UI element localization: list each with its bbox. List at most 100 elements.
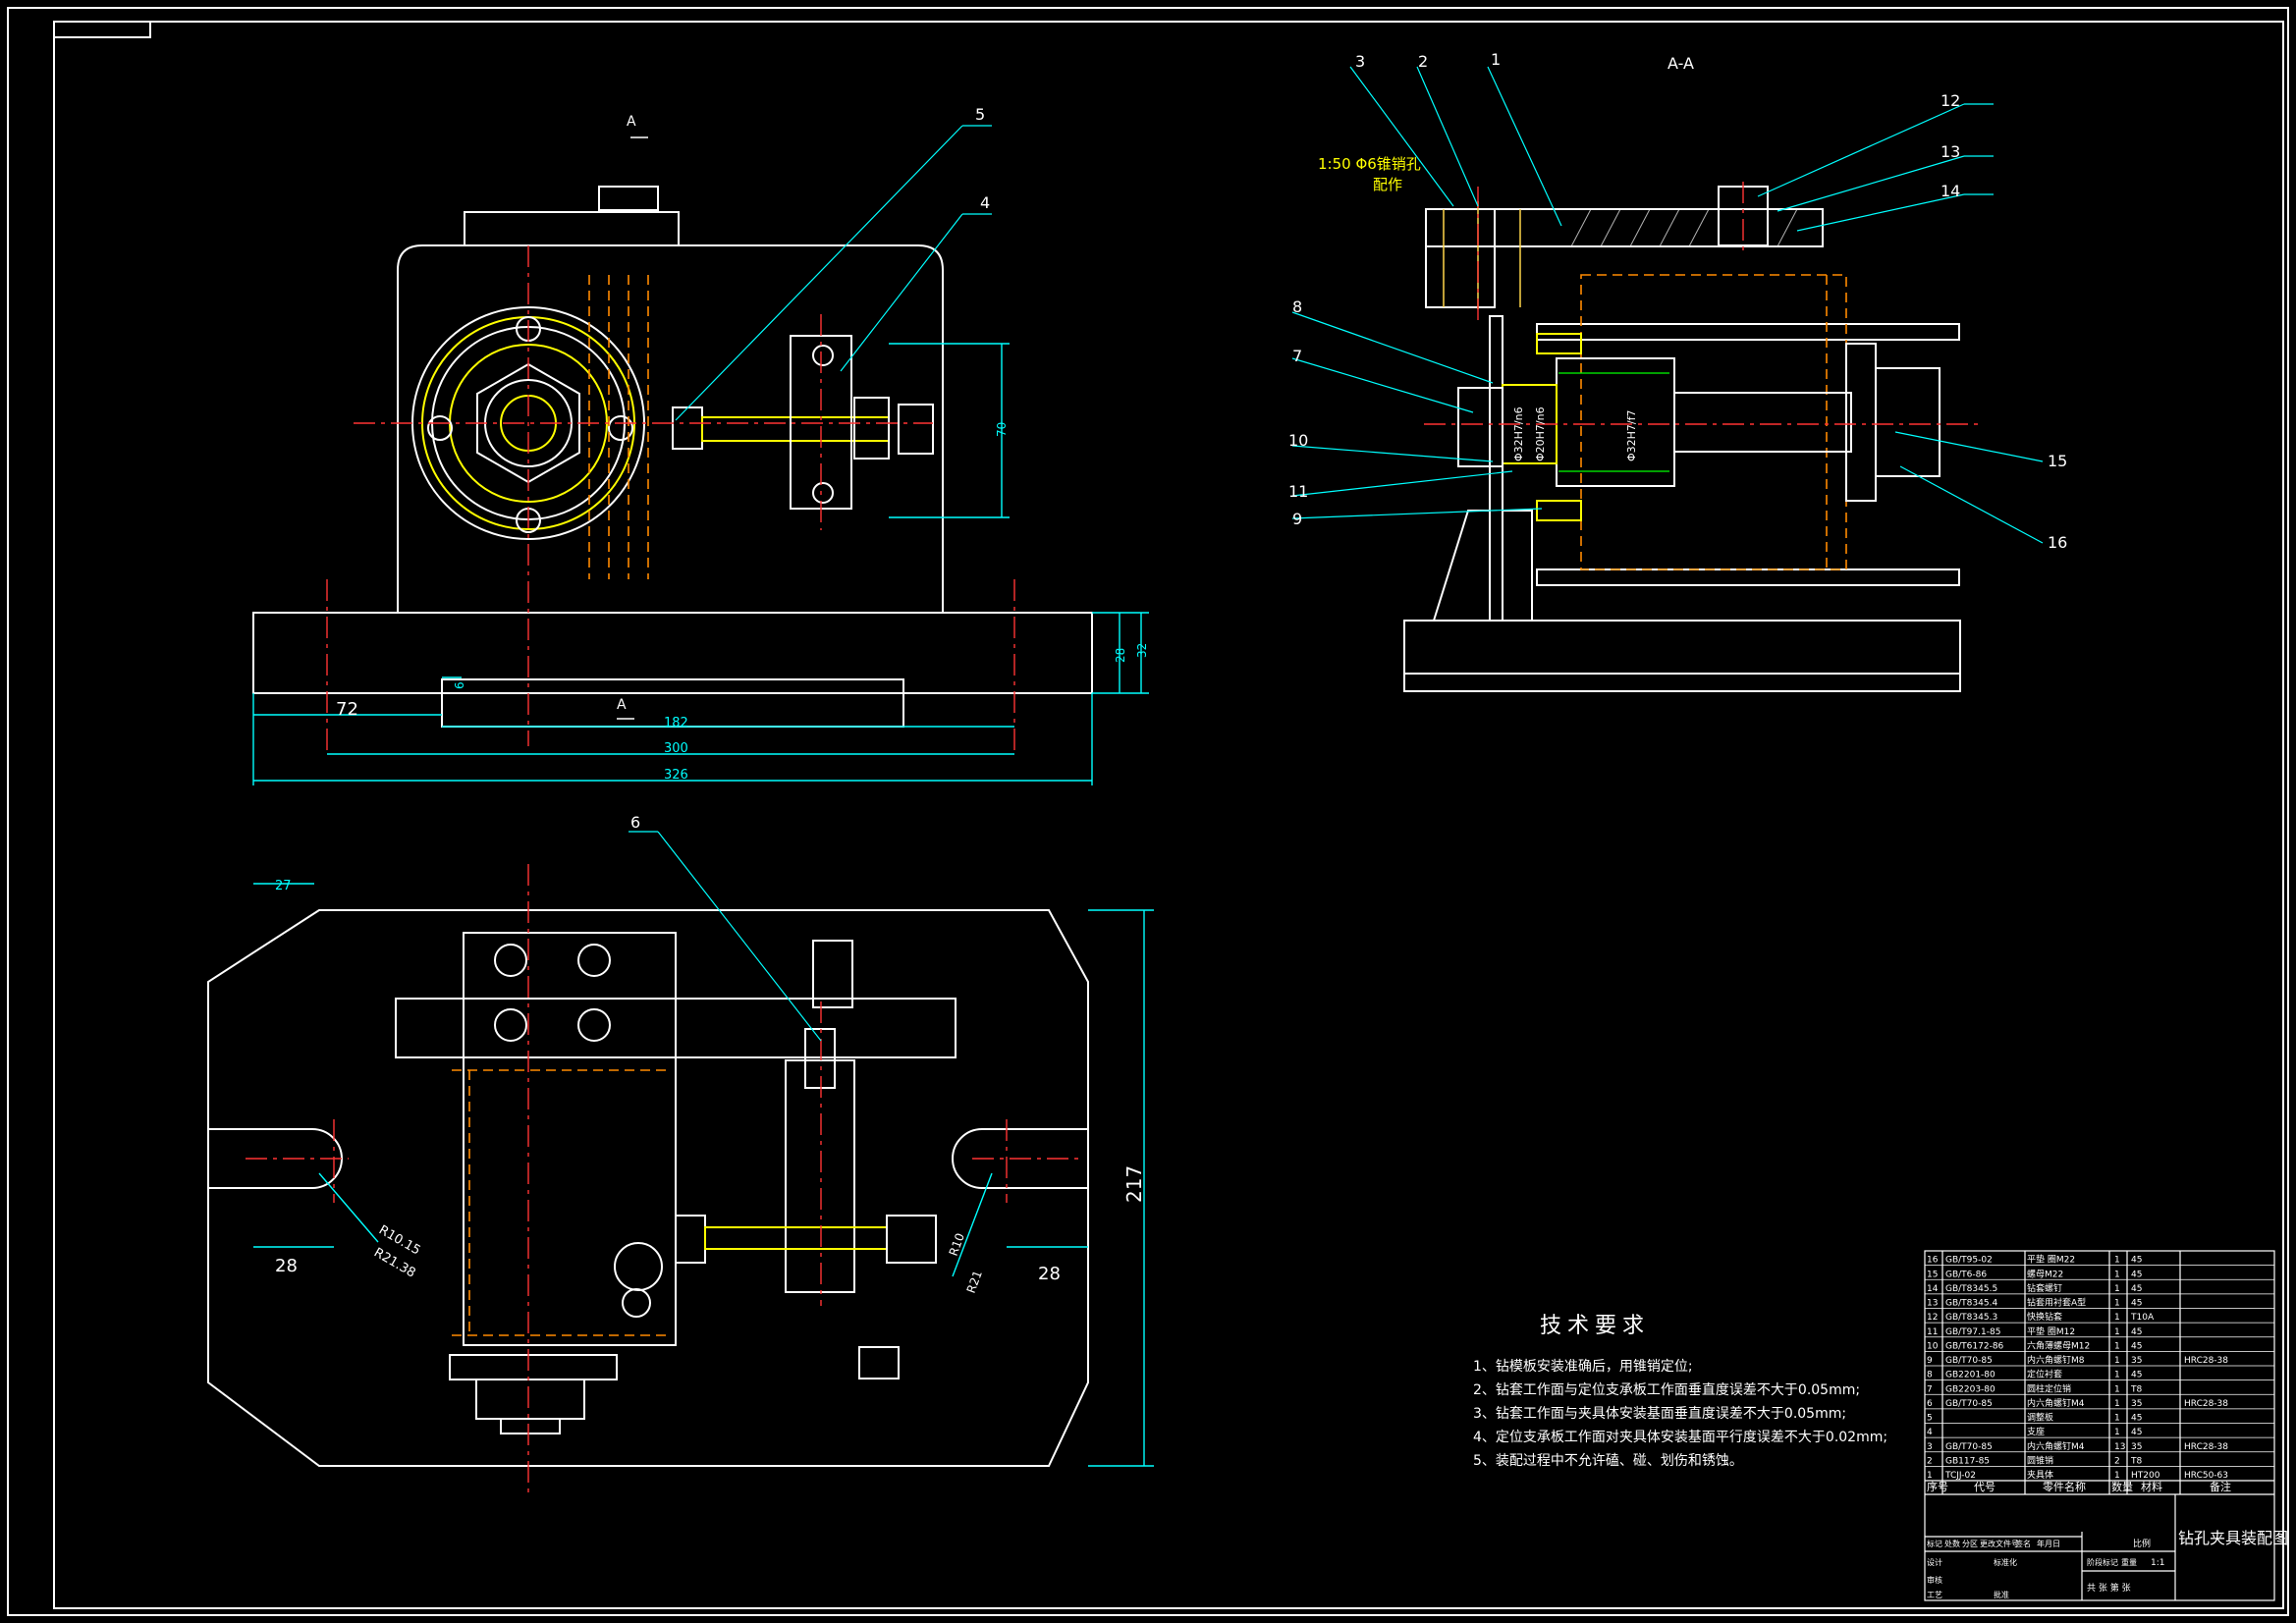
bom-cell-qty: 13: [2114, 1442, 2125, 1452]
bom-cell-name: 圆锥销: [2027, 1454, 2053, 1466]
bom-cell-no: 9: [1927, 1356, 1933, 1366]
bom-cell-name: 内六角螺钉M8: [2027, 1354, 2085, 1366]
bom-cell-qty: 1: [2114, 1384, 2120, 1394]
bom-cell-name: 夹具体: [2027, 1469, 2053, 1481]
title-block-label: 处数: [1944, 1539, 1960, 1548]
bom-cell-code: GB/T8345.3: [1945, 1313, 1997, 1323]
bom-cell-code: GB/T97.1-85: [1945, 1327, 2000, 1337]
bom-cell-note: HRC50-63: [2184, 1471, 2228, 1481]
front-leaders: [675, 125, 992, 421]
fit-note-1: Φ32H7/n6: [1512, 406, 1525, 461]
bom-cell-mat: 35: [2131, 1399, 2142, 1409]
bom-header-note: 备注: [2210, 1480, 2231, 1493]
bom-cell-code: GB/T70-85: [1945, 1399, 1993, 1409]
bom-cell-qty: 1: [2114, 1327, 2120, 1337]
scale-value: 1:1: [2151, 1558, 2164, 1568]
bom-cell-qty: 1: [2114, 1471, 2120, 1481]
bom-cell-no: 1: [1927, 1471, 1933, 1481]
balloon-10: 10: [1288, 431, 1308, 450]
bom-cell-name: 调整板: [2027, 1412, 2053, 1424]
title-block-label: 批准: [1994, 1590, 2009, 1599]
title-block-label: 签名: [2015, 1539, 2031, 1548]
bom-cell-mat: 45: [2131, 1414, 2142, 1424]
tech-requirements-list: 1、钻模板安装准确后，用锥销定位; 2、钻套工作面与定位支承板工作面垂直度误差不…: [1473, 1359, 1887, 1469]
bom-cell-qty: 1: [2114, 1371, 2120, 1380]
bom-cell-mat: 45: [2131, 1341, 2142, 1351]
front-dim-28: 28: [1114, 648, 1127, 663]
bom-header-qty: 数量: [2111, 1481, 2133, 1493]
title-block-label: 阶段标记: [2087, 1557, 2118, 1567]
bom-cell-mat: T10A: [2130, 1313, 2155, 1323]
bom-cell-mat: 45: [2131, 1270, 2142, 1279]
section-balloons: 3 2 1 12 13 14 8 7 10 11 9 15 16: [1288, 50, 2067, 552]
bom-cell-no: 15: [1927, 1270, 1938, 1279]
bom-cell-code: GB/T8345.5: [1945, 1284, 1997, 1294]
balloon-8: 8: [1292, 298, 1302, 316]
bom-cell-qty: 2: [2114, 1456, 2120, 1466]
bom-cell-no: 4: [1927, 1428, 1933, 1437]
bom-cell-code: GB/T6-86: [1945, 1270, 1987, 1279]
title-block-label: 审核: [1927, 1575, 1942, 1585]
tech-item-4: 4、定位支承板工作面对夹具体安装基面平行度误差不大于0.02mm;: [1473, 1429, 1887, 1445]
bom-cell-code: GB/T95-02: [1945, 1256, 1993, 1266]
bom-cell-no: 8: [1927, 1371, 1933, 1380]
plan-dim-27: 27: [275, 879, 292, 893]
bom-cell-mat: HT200: [2131, 1471, 2160, 1481]
balloon-9: 9: [1292, 510, 1302, 528]
bom-cell-name: 定位衬套: [2027, 1369, 2062, 1380]
fit-note-3: Φ32H7/f7: [1625, 409, 1638, 461]
bom-cell-code: TCJJ-02: [1944, 1471, 1976, 1481]
plan-dim-217: 217: [1122, 1165, 1146, 1203]
title-block-label: 设计: [1927, 1557, 1942, 1567]
tech-item-2: 2、钻套工作面与定位支承板工作面垂直度误差不大于0.05mm;: [1473, 1381, 1860, 1398]
title-block-label: 更改文件号: [1980, 1539, 2019, 1548]
bom-cell-mat: 45: [2131, 1284, 2142, 1294]
balloon-15: 15: [2048, 452, 2067, 470]
balloon-6: 6: [630, 813, 640, 832]
bom-cell-no: 14: [1927, 1284, 1939, 1294]
balloon-14: 14: [1941, 182, 1960, 200]
bom-header-no: 序号: [1927, 1480, 1948, 1493]
bom-cell-no: 6: [1927, 1399, 1933, 1409]
front-dim-182: 182: [664, 716, 688, 730]
bom-cell-mat: T8: [2130, 1384, 2142, 1394]
title-block-label: 标记: [1927, 1539, 1942, 1548]
front-dimension-lines: [252, 343, 1149, 785]
bom-cell-note: HRC28-38: [2184, 1399, 2228, 1409]
balloon-16: 16: [2048, 533, 2067, 552]
bom-cell-qty: 1: [2114, 1356, 2120, 1366]
bom-cell-name: 平垫 圈M22: [2027, 1254, 2075, 1266]
tech-item-5: 5、装配过程中不允许磕、碰、划伤和锈蚀。: [1473, 1453, 1743, 1469]
title-block-label: 重量: [2121, 1557, 2137, 1567]
plan-view: [207, 864, 1089, 1492]
bom-cell-mat: 35: [2131, 1356, 2142, 1366]
bom-cell-no: 3: [1927, 1442, 1933, 1452]
bom-cell-no: 10: [1927, 1341, 1939, 1351]
section-title: A-A: [1667, 54, 1694, 73]
section-view: [1403, 182, 1984, 692]
title-block-label: 工艺: [1927, 1591, 1942, 1599]
bom-header: 序号 代号 零件名称 数量 材料 备注: [1927, 1480, 2231, 1493]
bom-cell-qty: 1: [2114, 1414, 2120, 1424]
bom-header-mat: 材料: [2141, 1480, 2162, 1493]
bom-header-code: 代号: [1974, 1481, 1995, 1493]
bom-cell-no: 12: [1927, 1313, 1938, 1323]
bom-cell-code: GB/T8345.4: [1945, 1299, 1997, 1309]
bom-cell-qty: 1: [2114, 1313, 2120, 1323]
plan-dimension-lines: [253, 883, 1154, 1467]
section-marker-top: A: [627, 114, 636, 130]
balloon-5: 5: [975, 105, 985, 124]
bom-cell-qty: 1: [2114, 1428, 2120, 1437]
bom-cell-mat: 45: [2131, 1256, 2142, 1266]
tech-item-3: 3、钻套工作面与夹具体安装基面垂直度误差不大于0.05mm;: [1473, 1405, 1846, 1422]
bom-cell-mat: 45: [2131, 1299, 2142, 1309]
bom-cell-name: 内六角螺钉M4: [2027, 1397, 2085, 1409]
bom-cell-name: 支座: [2027, 1426, 2045, 1437]
title-block-label: 年月日: [2037, 1539, 2060, 1548]
bom-cell-name: 钻套用衬套A型: [2027, 1297, 2086, 1309]
plan-dim-28-right: 28: [1038, 1264, 1061, 1284]
bom-cell-qty: 1: [2114, 1284, 2120, 1294]
section-leaders: [1291, 66, 2044, 544]
bom-cell-no: 11: [1927, 1327, 1938, 1337]
